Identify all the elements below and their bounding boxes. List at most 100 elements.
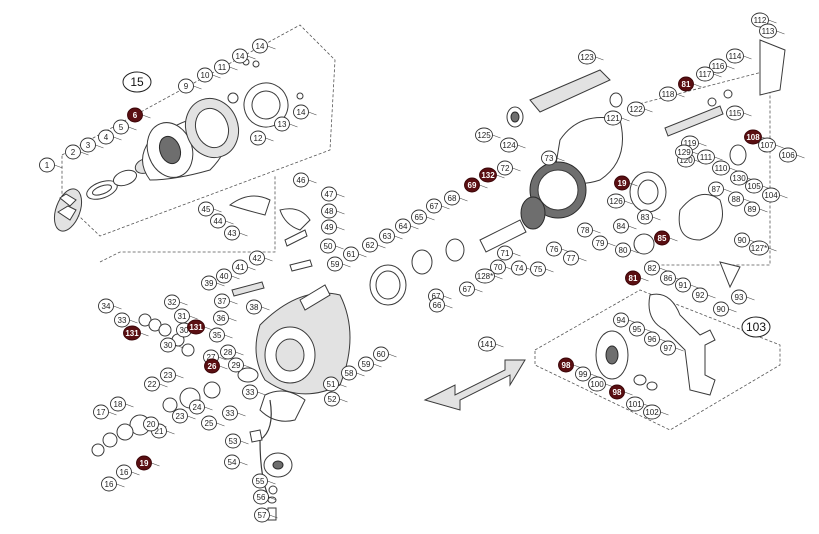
part-callout: 86 bbox=[660, 270, 676, 286]
callout-circle bbox=[575, 366, 591, 382]
leader-line bbox=[216, 282, 225, 287]
callout-number: 33 bbox=[246, 388, 255, 397]
callout-circle bbox=[731, 289, 747, 305]
part-callout: 49 bbox=[321, 219, 337, 235]
leader-line bbox=[166, 430, 175, 435]
callout-number: 94 bbox=[617, 316, 626, 325]
callout-number: 26 bbox=[208, 362, 217, 371]
part-callout: 83 bbox=[637, 209, 653, 225]
part-callout: 39 bbox=[201, 275, 217, 291]
callout-number: 30 bbox=[164, 341, 173, 350]
callout-circle bbox=[232, 259, 248, 275]
part-callout: 93 bbox=[731, 289, 747, 305]
callout-circle bbox=[210, 213, 226, 229]
callout-circle bbox=[749, 240, 769, 256]
callout-number: 63 bbox=[383, 232, 392, 241]
leader-line bbox=[129, 319, 138, 324]
callout-circle bbox=[478, 336, 496, 352]
callout-number: 85 bbox=[658, 234, 667, 243]
leader-line bbox=[512, 252, 521, 257]
callout-number: 124 bbox=[502, 141, 516, 150]
callout-number: 14 bbox=[236, 52, 245, 61]
callout-number: 76 bbox=[550, 245, 559, 254]
part-callout: 80 bbox=[615, 242, 631, 258]
part-callout: 71 bbox=[497, 245, 513, 261]
callout-number: 88 bbox=[732, 195, 741, 204]
spool-assembly bbox=[53, 58, 304, 232]
callout-circle bbox=[327, 256, 343, 272]
direction-arrow-icon bbox=[423, 359, 526, 411]
callout-number: 105 bbox=[747, 182, 761, 191]
part-callout: 111 bbox=[697, 149, 715, 165]
leader-line bbox=[142, 114, 151, 119]
callout-number: 78 bbox=[581, 226, 590, 235]
callout-circle bbox=[127, 107, 143, 123]
part-callout: 128* bbox=[475, 268, 495, 284]
part-callout: 89 bbox=[744, 201, 760, 217]
part-callout: 104 bbox=[762, 187, 780, 203]
part-callouts: 1234569101112131414141121131141151161178… bbox=[39, 12, 797, 523]
callout-number: 61 bbox=[347, 250, 356, 259]
leader-line bbox=[224, 334, 233, 339]
part-callout: 126 bbox=[607, 193, 625, 209]
leader-line bbox=[356, 372, 365, 377]
callout-circle bbox=[726, 105, 744, 121]
leader-line bbox=[796, 154, 805, 159]
part-callout: 102 bbox=[643, 404, 661, 420]
callout-circle bbox=[615, 242, 631, 258]
part-callout: 2 bbox=[65, 144, 81, 160]
part-callout: 32 bbox=[164, 294, 180, 310]
part-callout-highlighted: 81 bbox=[625, 270, 641, 286]
part-callout: 53 bbox=[225, 433, 241, 449]
leader-line bbox=[377, 244, 386, 249]
part-callout: 47 bbox=[321, 186, 337, 202]
leader-line bbox=[218, 356, 227, 361]
part-callout: 14 bbox=[232, 48, 248, 64]
group-label: 103 bbox=[741, 316, 771, 338]
callout-number: 98 bbox=[613, 388, 622, 397]
part-callout: 112 bbox=[751, 12, 769, 28]
callout-circle bbox=[626, 396, 644, 412]
part-callout-highlighted: 69 bbox=[464, 177, 480, 193]
callout-number: 93 bbox=[735, 293, 744, 302]
callout-circle bbox=[293, 172, 309, 188]
callout-circle bbox=[644, 260, 660, 276]
callout-circle bbox=[341, 365, 357, 381]
leader-line bbox=[630, 249, 639, 254]
leader-line bbox=[690, 284, 699, 289]
leader-line bbox=[175, 374, 184, 379]
part-callout: 73 bbox=[541, 150, 557, 166]
leader-line bbox=[714, 156, 723, 161]
callout-number: 75 bbox=[534, 265, 543, 274]
leader-line bbox=[590, 373, 599, 378]
part-callout: 52 bbox=[324, 391, 340, 407]
leader-line bbox=[743, 55, 752, 60]
callout-number: 81 bbox=[629, 274, 638, 283]
callout-circle bbox=[39, 157, 55, 173]
leader-line bbox=[768, 247, 777, 252]
callout-circle bbox=[144, 376, 160, 392]
part-callout: 130 bbox=[730, 170, 748, 186]
callout-circle bbox=[730, 170, 748, 186]
callout-number: 104 bbox=[764, 191, 778, 200]
leader-line bbox=[80, 151, 89, 156]
leader-line bbox=[759, 208, 768, 213]
callout-circle bbox=[143, 416, 159, 432]
part-callout-highlighted: 131 bbox=[187, 319, 205, 335]
bail-trigger-parts bbox=[228, 195, 331, 311]
callout-circle bbox=[475, 127, 493, 143]
part-callout: 29 bbox=[228, 357, 244, 373]
leader-line bbox=[479, 184, 488, 189]
part-callout: 22 bbox=[144, 376, 160, 392]
callout-circle bbox=[249, 250, 265, 266]
callout-circle bbox=[197, 67, 213, 83]
leader-line bbox=[113, 305, 122, 310]
callout-circle bbox=[614, 175, 630, 191]
leader-line bbox=[592, 229, 601, 234]
part-callout: 106 bbox=[779, 147, 797, 163]
callout-circle bbox=[189, 399, 205, 415]
callout-circle bbox=[629, 321, 645, 337]
callout-number: 121 bbox=[606, 114, 620, 123]
callout-circle bbox=[734, 232, 750, 248]
